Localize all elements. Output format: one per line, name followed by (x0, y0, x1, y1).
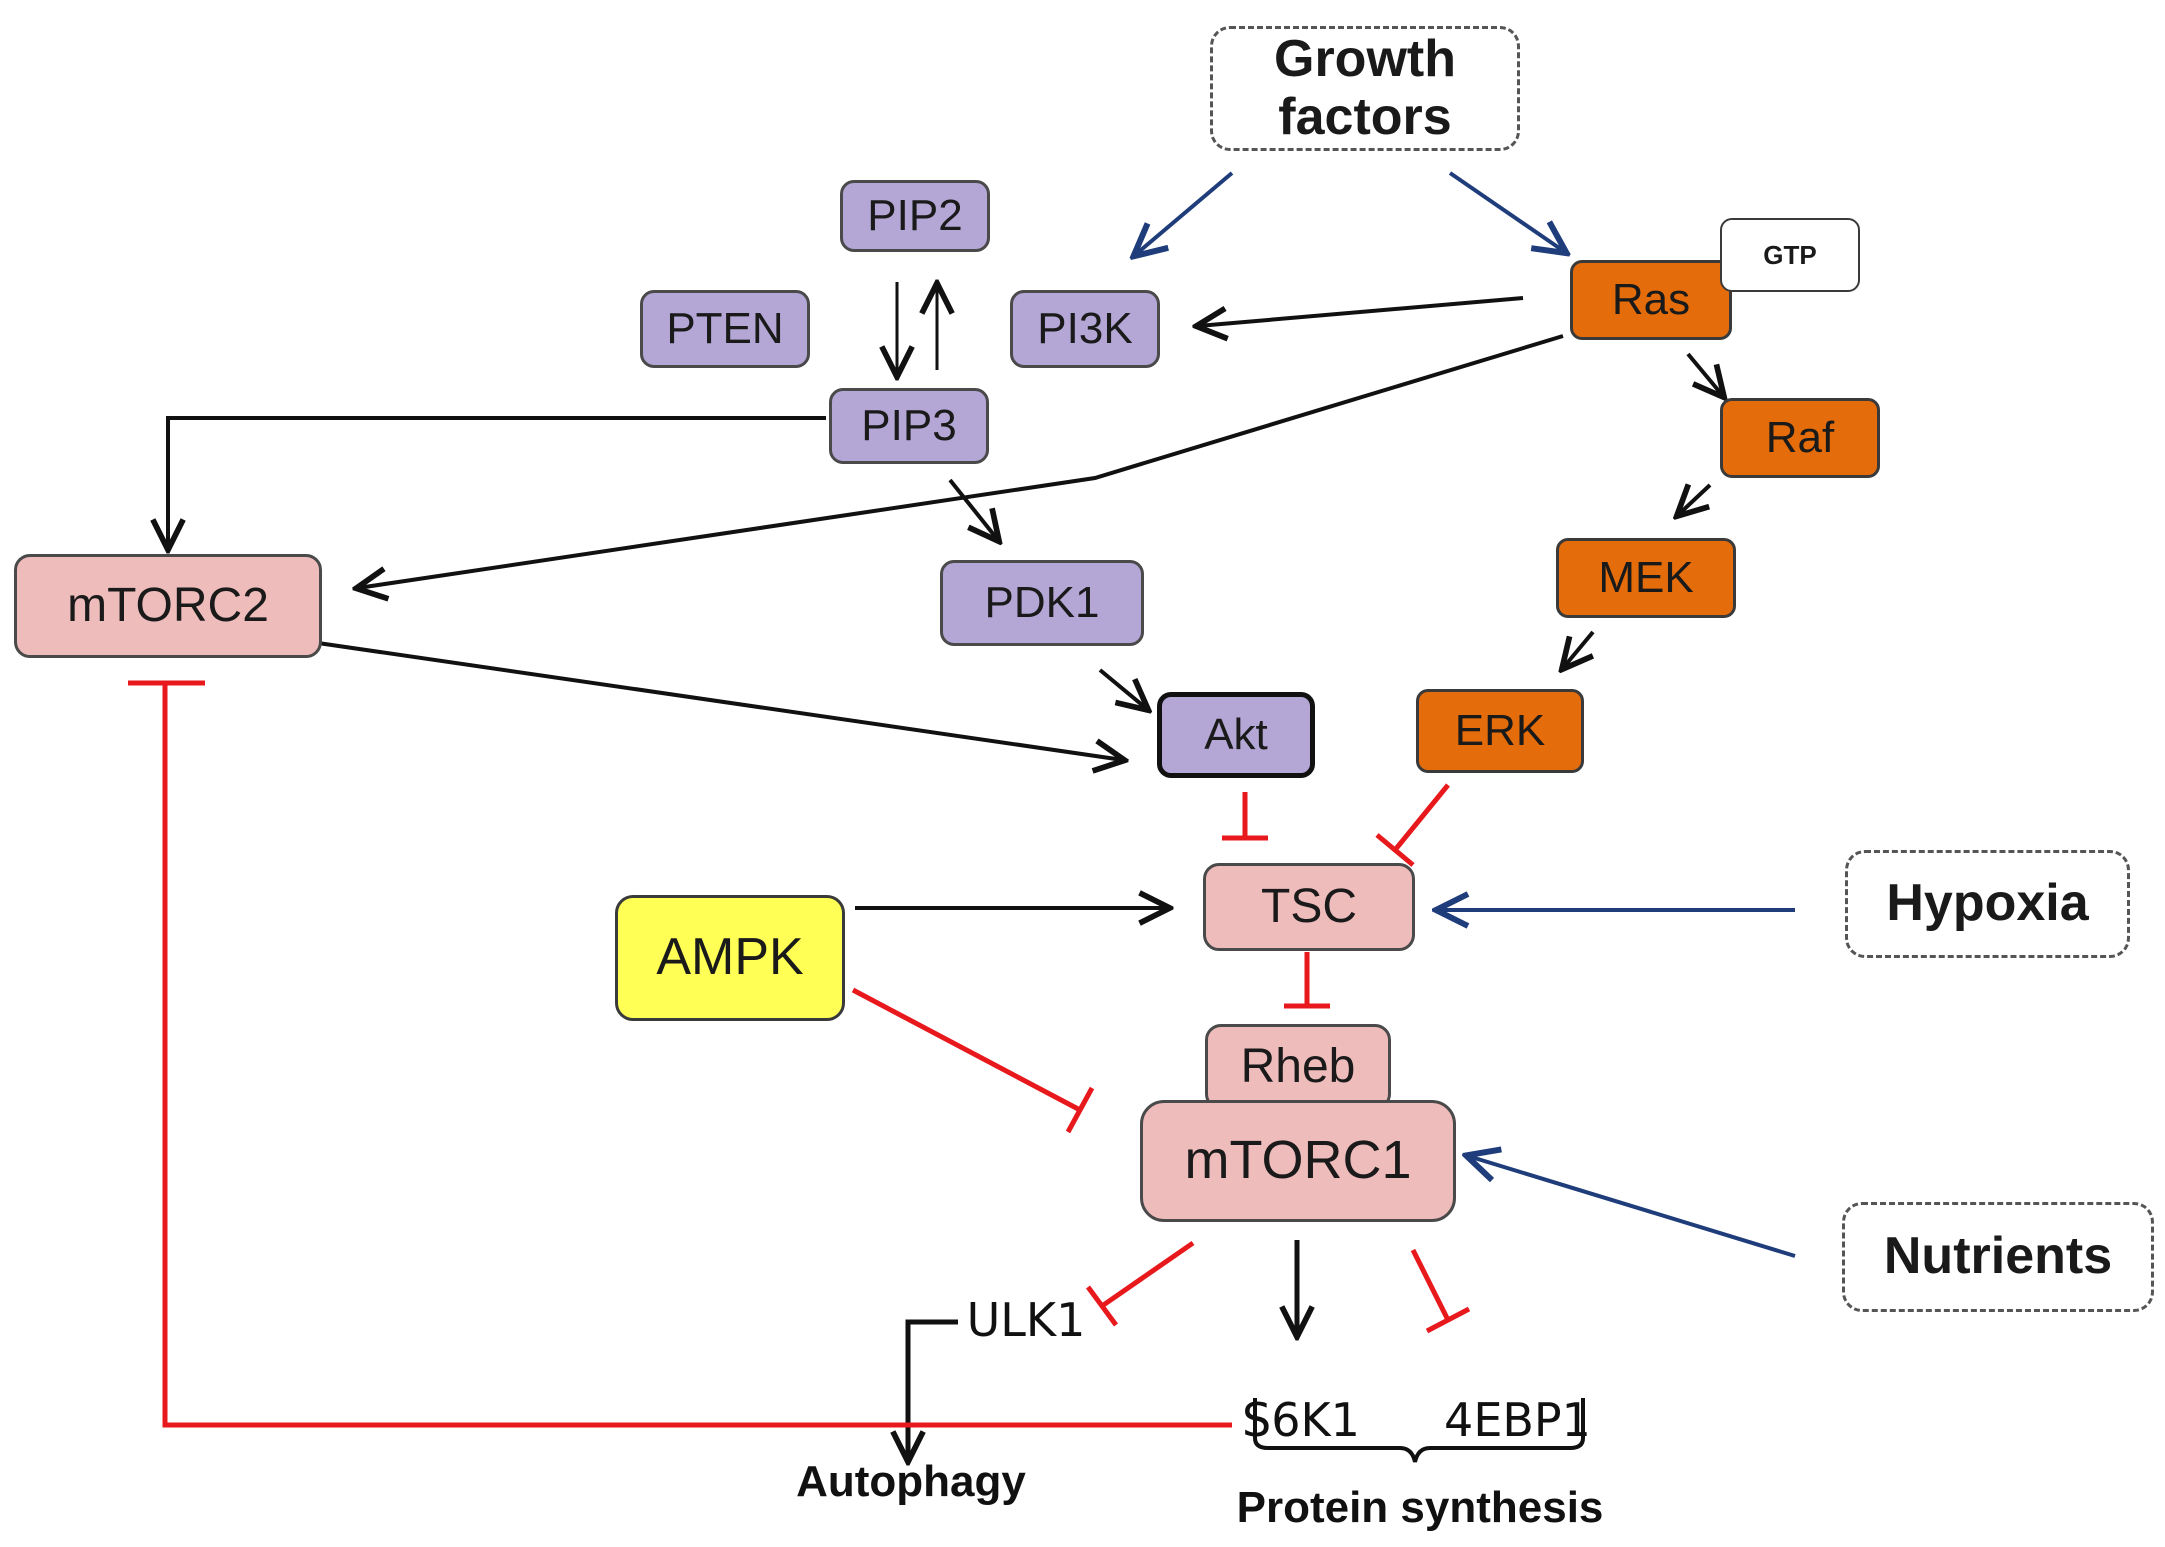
ampk-node: AMPK (615, 895, 845, 1021)
inhibition-s6k1-mtorc2 (128, 680, 1232, 1428)
mek-node: MEK (1556, 538, 1736, 618)
erk-node: ERK (1416, 689, 1584, 773)
akt-node: Akt (1157, 692, 1315, 778)
arrow-pip3-to-pdk1 (948, 478, 998, 540)
raf-node: Raf (1720, 398, 1880, 478)
arrow-ras-to-mtorc2 (358, 334, 1564, 588)
nutrients-box: Nutrients (1842, 1202, 2154, 1312)
mtorc2-node: mTORC2 (14, 554, 322, 658)
arrow-ulk1-to-autophagy (908, 1319, 958, 1460)
pip2-node: PIP2 (840, 180, 990, 252)
inhibition-akt-tsc (1222, 792, 1268, 841)
pdk1-node: PDK1 (940, 560, 1144, 646)
inhibition-mtorc1-4ebp1 (1410, 1248, 1471, 1334)
ulk1-label: ULK1 (966, 1292, 1086, 1347)
arrow-ras-to-raf (1686, 352, 1723, 396)
arrow-ras-to-pi3k (1198, 296, 1524, 326)
gtp-badge: GTP (1720, 218, 1860, 292)
inhibition-mtorc1-ulk1 (1085, 1240, 1195, 1327)
arrow-mek-to-erk (1563, 630, 1595, 668)
arrow-growth-to-ras (1448, 171, 1565, 252)
inhibition-ampk-mtorc1 (851, 987, 1095, 1134)
hypoxia-box: Hypoxia (1845, 850, 2130, 958)
arrow-pdk1-to-akt (1098, 668, 1147, 709)
protein-synthesis-label: Protein synthesis (1236, 1482, 1604, 1532)
mtorc1-node: mTORC1 (1140, 1100, 1456, 1222)
growth-factors-box: Growth factors (1210, 26, 1520, 151)
inhibition-erk-tsc (1375, 783, 1450, 867)
4ebp1-label: 4EBP1 (1444, 1392, 1591, 1447)
pi3k-node: PI3K (1010, 290, 1160, 368)
tsc-node: TSC (1203, 863, 1415, 951)
arrow-mtorc2-to-akt (317, 641, 1123, 760)
ras-node: Ras (1570, 260, 1732, 340)
arrow-raf-to-mek (1678, 485, 1712, 515)
protein-synthesis-brace (1253, 1398, 1585, 1463)
arrow-nutrients-to-mtorc1 (1468, 1156, 1796, 1258)
arrow-pip3-to-mtorc2 (168, 416, 826, 548)
rheb-node: Rheb (1205, 1024, 1391, 1110)
pip3-node: PIP3 (829, 388, 989, 464)
s6k1-label: S6K1 (1242, 1392, 1360, 1447)
arrow-growth-to-pi3k (1135, 171, 1234, 255)
inhibition-tsc-rheb (1284, 952, 1330, 1009)
autophagy-label: Autophagy (796, 1456, 1026, 1506)
pten-node: PTEN (640, 290, 810, 368)
